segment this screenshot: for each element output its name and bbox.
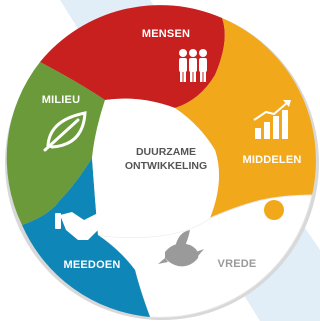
center-area	[92, 98, 219, 238]
puzzle-knob-top	[86, 45, 106, 65]
dove-icon	[158, 230, 204, 267]
puzzle-knob-bottom-right	[264, 200, 284, 220]
center-title-line1: DUURZAME	[136, 146, 196, 158]
segment-label-meedoen: MEEDOEN	[63, 259, 120, 271]
segment-label-milieu: MILIEU	[42, 94, 80, 106]
center-title-line2: ONTWIKKELING	[125, 160, 207, 172]
growth-chart-icon	[253, 100, 291, 139]
people-icon	[179, 49, 207, 82]
segment-middelen	[175, 18, 316, 218]
segment-label-vrede: VREDE	[218, 258, 257, 270]
handshake-icon	[55, 212, 110, 240]
puzzle-knob-left	[30, 170, 50, 190]
leaf-icon	[43, 111, 87, 152]
segment-label-mensen: MENSEN	[142, 28, 190, 40]
segment-mensen	[40, 5, 225, 108]
puzzle-knob-bottom	[144, 280, 164, 300]
puzzle-knob-right	[230, 62, 250, 82]
segment-label-middelen: MIDDELEN	[242, 154, 301, 166]
